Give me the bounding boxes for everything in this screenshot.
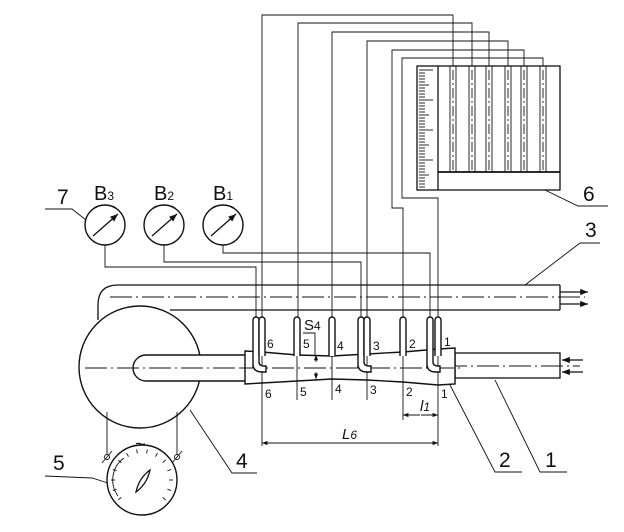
manometer-connection-lines xyxy=(261,14,544,318)
section-label: 2 xyxy=(406,385,413,399)
wattmeter-tick xyxy=(167,468,172,472)
section-labels-top: 6 5 4 3 2 1 xyxy=(267,335,451,353)
outlet-pipe xyxy=(97,284,588,320)
callouts: 7 6 3 2 1 4 5 xyxy=(44,183,608,484)
blower xyxy=(78,305,245,429)
static-pressure-tube xyxy=(258,316,266,356)
wattmeter: ~ xyxy=(101,412,183,516)
gauge-sub: 1 xyxy=(226,189,233,203)
dimension-l1: l1 xyxy=(403,398,438,418)
svg-text:S4: S4 xyxy=(304,317,321,334)
gauge-needle-icon xyxy=(92,213,119,237)
dimension-letter: L xyxy=(342,426,350,443)
wattmeter-tick xyxy=(146,449,148,454)
multi-tube-manometer xyxy=(416,65,561,191)
static-pressure-tube xyxy=(434,316,442,356)
wattmeter-tick xyxy=(155,452,158,457)
section-label: 4 xyxy=(335,382,342,396)
wattmeter-tick xyxy=(126,452,129,457)
pitot-tube xyxy=(426,316,441,373)
section-label: 5 xyxy=(300,385,307,399)
callout-1: 1 xyxy=(545,449,557,472)
callout-4: 4 xyxy=(236,450,248,473)
section-labels-bottom: 6 5 4 3 2 1 xyxy=(265,382,448,401)
dimension-sub: 6 xyxy=(350,428,357,442)
section-label: 1 xyxy=(444,335,451,349)
gauge-b2: B2 xyxy=(143,183,185,246)
gauge-needle-icon xyxy=(210,213,237,237)
manometer-scale xyxy=(419,69,433,188)
dimension-s4: S4 xyxy=(303,317,321,379)
section-label: 5 xyxy=(303,337,310,351)
callout-5: 5 xyxy=(53,452,65,475)
section-label: 4 xyxy=(337,339,344,353)
section-label: 6 xyxy=(267,337,274,351)
static-pressure-tube xyxy=(328,316,336,356)
pressure-gauges: B3 B2 B1 xyxy=(84,183,244,246)
gauge-b1: B1 xyxy=(202,183,244,246)
wattmeter-tick xyxy=(162,497,167,501)
dimension-letter: S xyxy=(304,317,314,334)
gauge-letter: B xyxy=(154,183,167,205)
ac-symbol: ~ xyxy=(135,434,146,454)
section-label: 2 xyxy=(409,337,416,351)
gauge-sub: 3 xyxy=(107,189,114,203)
wattmeter-needle-icon xyxy=(135,468,151,494)
pitot-tube xyxy=(357,316,372,373)
gauge-sub: 2 xyxy=(167,189,174,203)
section-label: 1 xyxy=(441,387,448,401)
static-pressure-tube xyxy=(399,316,407,356)
gauge-b3: B3 xyxy=(84,183,126,246)
callout-7: 7 xyxy=(57,186,69,209)
dimension-L6: L6 xyxy=(262,426,438,446)
inlet-pipe xyxy=(445,352,583,379)
callout-2: 2 xyxy=(499,449,511,472)
svg-text:B3: B3 xyxy=(94,183,114,205)
test-nozzle xyxy=(240,347,460,446)
wattmeter-tick xyxy=(162,459,167,463)
section-label: 3 xyxy=(373,339,380,353)
section-label: 6 xyxy=(265,387,272,401)
static-pressure-tube xyxy=(363,316,371,356)
dimension-sub: 1 xyxy=(423,400,430,414)
dimension-sub: 4 xyxy=(314,319,321,333)
svg-text:B2: B2 xyxy=(154,183,174,205)
dimension-letter: l xyxy=(420,398,424,415)
wattmeter-tick xyxy=(136,449,138,454)
gauge-letter: B xyxy=(94,183,107,205)
manometer-tubes xyxy=(449,66,547,172)
svg-text:B1: B1 xyxy=(213,183,233,205)
pitot-tube xyxy=(252,316,267,373)
gauge-letter: B xyxy=(213,183,226,205)
svg-text:L6: L6 xyxy=(342,426,357,443)
callout-6: 6 xyxy=(583,183,595,206)
section-label: 3 xyxy=(370,383,377,397)
wattmeter-tick xyxy=(117,497,122,501)
pressure-probes xyxy=(252,316,442,373)
static-pressure-tube xyxy=(293,316,301,356)
callout-3: 3 xyxy=(585,219,597,242)
wattmeter-tick xyxy=(167,488,172,492)
gauge-needle-icon xyxy=(151,213,178,237)
svg-text:l1: l1 xyxy=(420,398,430,415)
